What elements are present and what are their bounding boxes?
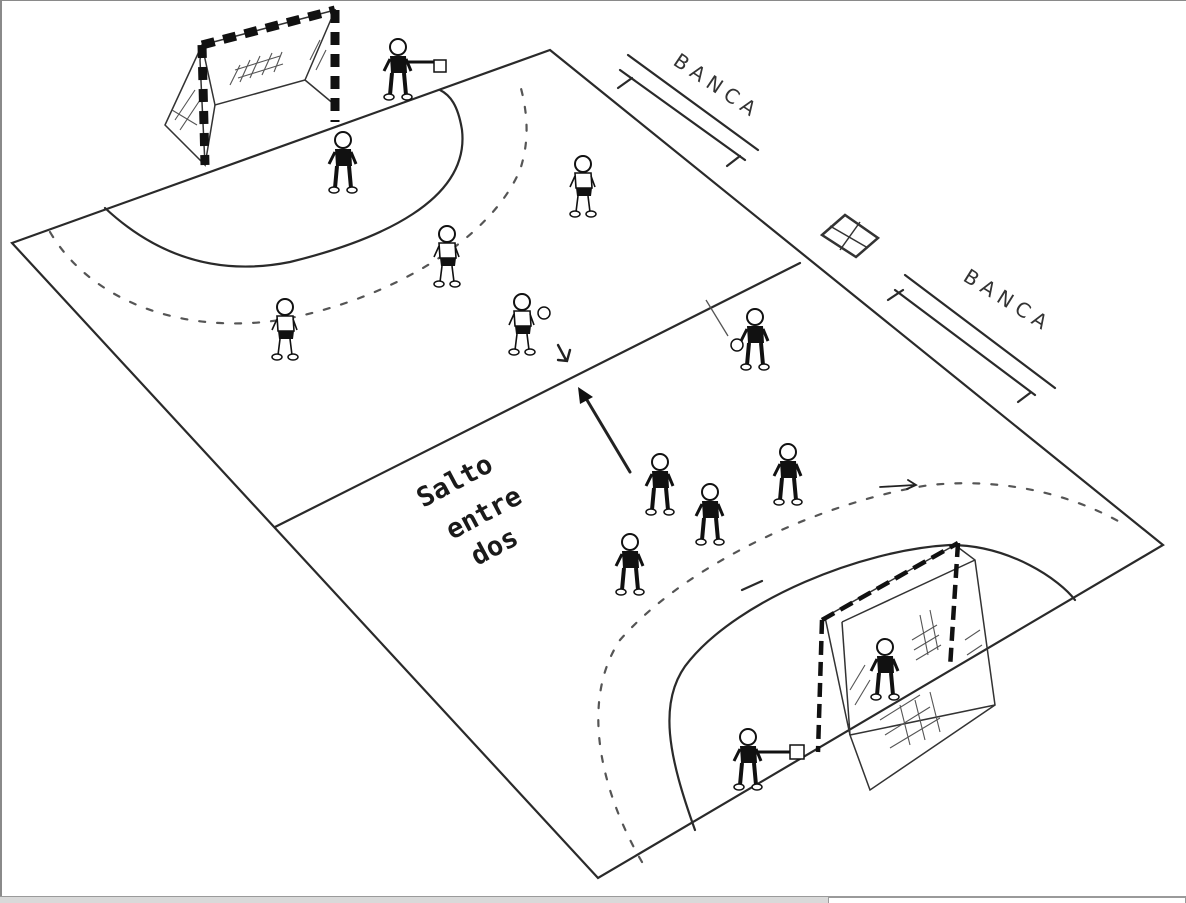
referee-flag-bottom-icon	[789, 744, 805, 760]
bench-top-label: BANCA	[669, 48, 765, 124]
table-icon	[819, 213, 881, 259]
top-goal	[164, 5, 340, 167]
player-referee-top	[382, 37, 414, 102]
player-referee-bottom	[732, 727, 764, 792]
scrollbar-thumb[interactable]	[828, 897, 1186, 903]
bench-top-seat-back	[626, 53, 760, 152]
bench-bottom: BANCA	[886, 264, 1057, 404]
bench-top: BANCA	[616, 48, 766, 168]
bottom-goal-net	[849, 609, 983, 749]
bottom-goal-net-base	[849, 704, 996, 736]
top-goal-left-post	[197, 44, 210, 166]
player-light-3	[271, 298, 299, 361]
bench-top-leg-1	[616, 76, 634, 90]
court-outline	[10, 48, 1165, 880]
player-light-2	[433, 225, 461, 288]
bench-bottom-seat-back	[903, 273, 1057, 390]
top-goal-area-line	[103, 88, 464, 268]
caption: Salto entre dos	[412, 449, 527, 573]
player-dark-4	[614, 532, 646, 597]
center-line	[273, 261, 802, 529]
player-dark-3	[772, 442, 804, 507]
bottom-free-throw-line	[597, 482, 1127, 864]
ball-icon-2	[730, 338, 744, 352]
referee-flag-top-icon	[433, 59, 447, 73]
bench-top-seat-front	[618, 68, 747, 162]
bottom-goal-net-frame	[824, 544, 996, 792]
player-light-ball	[508, 293, 536, 356]
player-dark-2	[694, 482, 726, 547]
bottom-goal-right-post	[947, 542, 961, 669]
bench-bottom-seat-front	[893, 288, 1037, 397]
top-free-throw-line	[48, 76, 528, 325]
bench-bottom-leg-2	[1016, 391, 1032, 404]
top-goal-net	[171, 39, 327, 131]
sideline-flag-pole	[705, 299, 729, 337]
bottom-goal-area-line	[668, 543, 1077, 832]
bottom-goal-net-side	[841, 621, 851, 736]
bottom-goal-net-top	[841, 559, 976, 623]
bench-bottom-leg-1	[886, 288, 905, 302]
top-goal-net-edge	[304, 79, 336, 106]
bottom-goal	[815, 541, 996, 792]
player-goalkeeper-top	[327, 130, 359, 195]
player-goalkeeper-bottom	[869, 637, 901, 702]
small-arrow-icon	[879, 479, 918, 490]
bottom-goal-crossbar	[820, 541, 960, 622]
court	[10, 48, 1165, 880]
ball-icon	[537, 306, 551, 320]
players	[271, 37, 901, 792]
top-goal-crossbar	[200, 5, 337, 50]
player-dark-sideline	[739, 307, 771, 372]
ball-arrow-icon	[556, 343, 572, 363]
bench-top-leg-2	[725, 154, 742, 168]
bottom-goal-left-post	[815, 619, 825, 753]
penalty-mark	[740, 579, 764, 592]
jump-arrow-icon	[578, 387, 632, 474]
player-light-1	[569, 155, 597, 218]
player-jumper-dark	[644, 452, 676, 517]
